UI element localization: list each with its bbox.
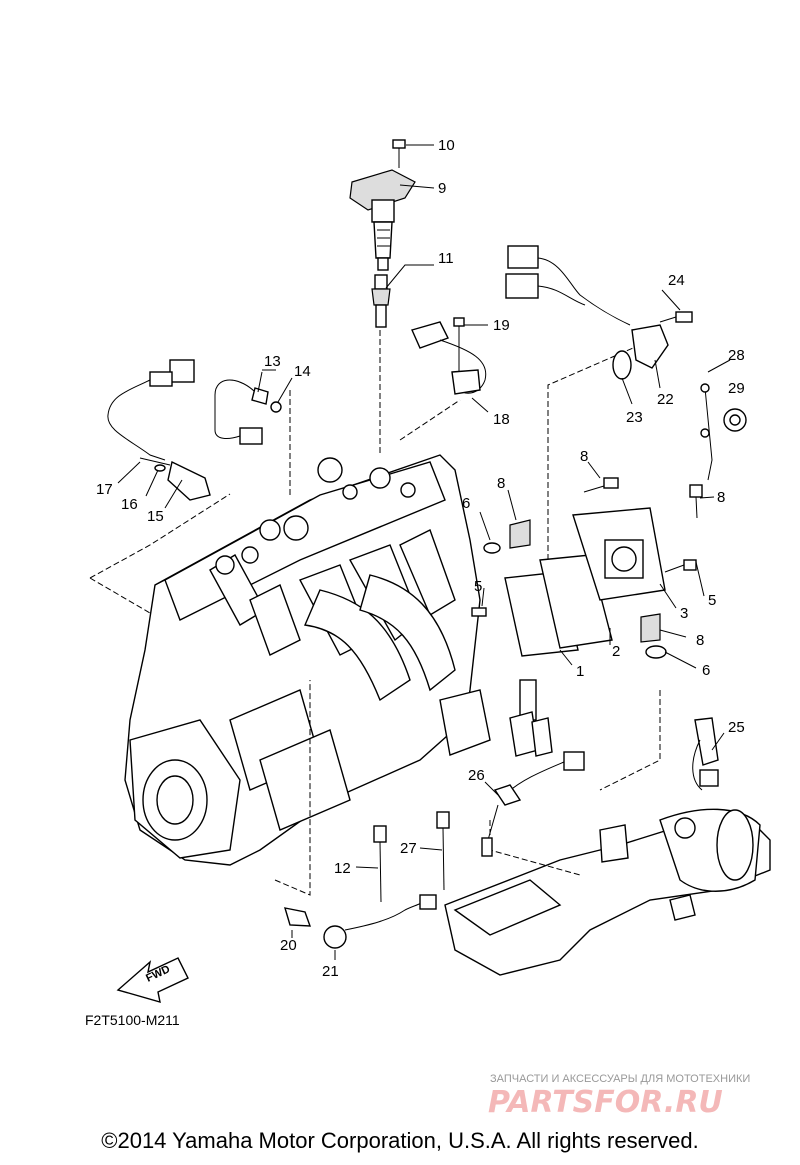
watermark-logo: PARTSFOR.RU bbox=[488, 1085, 723, 1120]
callout-10: 10 bbox=[438, 137, 455, 154]
ignition-coil bbox=[349, 169, 416, 271]
callout-13: 13 bbox=[264, 353, 281, 370]
callout-5: 5 bbox=[708, 592, 716, 609]
callout-23: 23 bbox=[626, 409, 643, 426]
spark-plug bbox=[371, 274, 391, 328]
fwd-arrow: FWD bbox=[116, 957, 189, 1003]
diagram-code: F2T5100-M211 bbox=[85, 1012, 180, 1028]
callout-4: 5 bbox=[474, 578, 482, 595]
watermark-subtitle: ЗАПЧАСТИ И АКСЕССУАРЫ ДЛЯ МОТОТЕХНИКИ bbox=[490, 1073, 750, 1085]
callout-11: 11 bbox=[438, 250, 454, 267]
reference-lines bbox=[89, 330, 661, 896]
callout-19: 19 bbox=[493, 317, 510, 334]
callout-2: 2 bbox=[612, 643, 620, 660]
callout-1: 1 bbox=[576, 663, 584, 680]
throttle-body-group bbox=[471, 477, 703, 757]
coil-bolt bbox=[392, 139, 406, 168]
callout-27: 27 bbox=[400, 840, 417, 857]
callout-26: 26 bbox=[468, 767, 485, 784]
part-28-29 bbox=[700, 383, 747, 481]
callout-3: 3 bbox=[680, 605, 688, 622]
callout-24: 24 bbox=[668, 272, 685, 289]
callout-6a: 6 bbox=[462, 495, 470, 512]
clamp-25 bbox=[692, 717, 719, 791]
callout-14: 14 bbox=[294, 363, 311, 380]
callout-12: 12 bbox=[334, 860, 351, 877]
callout-6b: 6 bbox=[702, 662, 710, 679]
callout-25: 25 bbox=[728, 719, 745, 736]
callout-22: 22 bbox=[657, 391, 674, 408]
callout-numbers: 10 9 11 19 18 13 14 17 16 15 24 22 23 28… bbox=[96, 137, 745, 980]
engine-block bbox=[124, 454, 491, 866]
copyright-footer: ©2014 Yamaha Motor Corporation, U.S.A. A… bbox=[101, 1128, 699, 1153]
callout-17: 17 bbox=[96, 481, 113, 498]
callout-9: 9 bbox=[438, 180, 446, 197]
callout-8b: 8 bbox=[696, 632, 704, 649]
callout-16: 16 bbox=[121, 496, 138, 513]
callout-28: 28 bbox=[728, 347, 745, 364]
sensor-15-harness bbox=[107, 359, 211, 501]
cable-ties bbox=[373, 811, 450, 903]
callout-leaders bbox=[117, 144, 731, 960]
callout-7b: 8 bbox=[717, 489, 725, 506]
callout-20: 20 bbox=[280, 937, 297, 954]
sensor-13-harness bbox=[214, 379, 282, 445]
callout-18: 18 bbox=[493, 411, 510, 428]
sensor-18 bbox=[411, 317, 487, 395]
sensor-26-harness bbox=[481, 751, 585, 857]
callout-21: 21 bbox=[322, 963, 339, 980]
callout-8a: 8 bbox=[497, 475, 505, 492]
callout-7a: 8 bbox=[580, 448, 588, 465]
exhaust-manifold bbox=[444, 808, 771, 976]
sensor-22-harness bbox=[505, 245, 693, 380]
callout-29: 29 bbox=[728, 380, 745, 397]
knock-sensor-harness bbox=[284, 894, 437, 949]
watermark: ЗАПЧАСТИ И АКСЕССУАРЫ ДЛЯ МОТОТЕХНИКИ PA… bbox=[488, 1073, 750, 1120]
callout-15: 15 bbox=[147, 508, 164, 525]
